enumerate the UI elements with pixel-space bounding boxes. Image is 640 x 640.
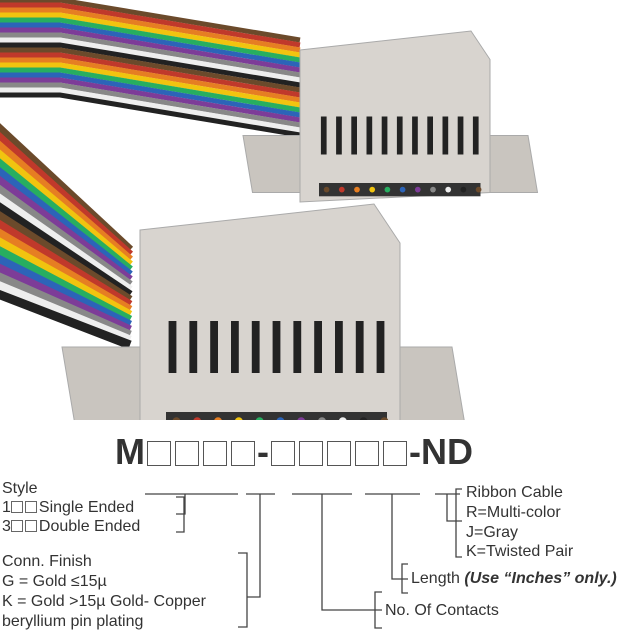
ribbon-wire: [0, 219, 133, 309]
contact-slot: [355, 321, 364, 373]
ribbon-wire: [0, 67, 301, 113]
contact-slot: [472, 116, 479, 155]
finish-title: Conn. Finish: [2, 553, 92, 570]
wire-end: [172, 417, 181, 420]
contact-slot: [272, 321, 281, 373]
wire-end: [445, 186, 452, 193]
ribbon-title: Ribbon Cable: [466, 484, 563, 501]
wire-end: [384, 186, 391, 193]
ribbon-wire: [0, 228, 133, 314]
part-number: M--ND: [115, 431, 473, 472]
wire-end: [318, 417, 326, 420]
ribbon-wire: [0, 7, 301, 53]
ribbon-wire: [0, 62, 301, 108]
wire-end: [214, 417, 222, 420]
wire-end: [430, 186, 436, 193]
wire-end: [369, 186, 376, 193]
ribbon-wire: [0, 52, 301, 98]
contact-slot: [210, 321, 218, 373]
contact-slot: [336, 116, 342, 155]
contact-slot: [412, 116, 418, 155]
contact-slot: [381, 116, 388, 155]
wire-end: [338, 186, 345, 193]
connector-pins: [166, 412, 387, 420]
length-label: Length (Use “Inches” only.): [411, 570, 617, 587]
product-photo: [0, 0, 539, 420]
ribbon-wire: [0, 42, 301, 88]
contact-slot: [231, 321, 239, 373]
ribbon-wire: [0, 87, 301, 133]
ribbon-wire: [0, 57, 301, 103]
ribbon-wire: [0, 12, 301, 58]
ribbon-wire: [0, 47, 301, 93]
wire-end: [475, 186, 482, 193]
contact-slot: [366, 116, 373, 155]
ribbon-wire: [0, 211, 133, 304]
contact-slot: [376, 321, 385, 373]
contact-slot: [168, 321, 177, 373]
wire-end: [399, 186, 406, 193]
ribbon-wire: [0, 272, 132, 340]
ribbon-wire: [0, 202, 133, 299]
ribbon-wire: [0, 92, 301, 138]
ribbon-wire: [0, 37, 301, 83]
wire-end: [354, 186, 360, 193]
ribbon-wire: [0, 82, 301, 128]
ribbon-wire: [0, 290, 132, 350]
ribbon-j: J=Gray: [466, 524, 519, 541]
ribbon-wire: [0, 254, 133, 330]
finish-g: G = Gold ≤15µ: [2, 573, 107, 590]
contact-slot: [457, 116, 464, 155]
wire-end: [414, 186, 421, 193]
ribbon-wire: [0, 175, 133, 284]
wire-end: [380, 417, 389, 420]
wire-end: [359, 417, 368, 420]
ribbon-wire: [0, 263, 132, 335]
wire-end: [323, 186, 330, 193]
ribbon-wire: [0, 27, 301, 73]
ribbon-wire: [0, 167, 133, 279]
contact-slot: [189, 321, 198, 373]
contacts-label: No. Of Contacts: [385, 602, 499, 619]
ribbon-wire: [0, 32, 301, 78]
ribbon-wire: [0, 2, 301, 48]
wire-end: [276, 417, 285, 420]
contact-slot: [320, 116, 327, 155]
ribbon-wire: [0, 72, 301, 118]
ribbon-wire: [0, 77, 301, 123]
contact-slot: [335, 321, 343, 373]
ribbon-wire: [0, 246, 133, 324]
finish-k2: beryllium pin plating: [2, 613, 144, 630]
ribbon-wire: [0, 184, 133, 289]
wire-end: [297, 417, 305, 420]
ribbon-wire: [0, 0, 301, 43]
contact-slot: [351, 116, 357, 155]
wire-end: [460, 186, 467, 193]
contact-slot: [427, 116, 433, 155]
wire-end: [255, 417, 264, 420]
contact-slot: [396, 116, 403, 155]
ribbon-wire: [0, 237, 133, 319]
connector-body: [299, 30, 491, 203]
wire-end: [193, 417, 201, 420]
wire-end: [339, 417, 347, 420]
style-title: Style: [2, 480, 38, 497]
ribbon-wire: [0, 281, 132, 345]
ribbon-wire: [0, 193, 133, 294]
contact-slot: [314, 321, 322, 373]
contact-slot: [251, 321, 260, 373]
ribbon-wire: [0, 17, 301, 63]
contact-slot: [442, 116, 449, 155]
contact-slot: [293, 321, 302, 373]
connector-pins: [319, 183, 481, 197]
connector-body: [139, 203, 401, 420]
ribbon-k: K=Twisted Pair: [466, 543, 574, 560]
finish-k: K = Gold >15µ Gold- Copper: [2, 593, 206, 610]
ribbon-r: R=Multi-color: [466, 504, 561, 521]
ribbon-wire: [0, 22, 301, 68]
wire-end: [235, 417, 243, 420]
